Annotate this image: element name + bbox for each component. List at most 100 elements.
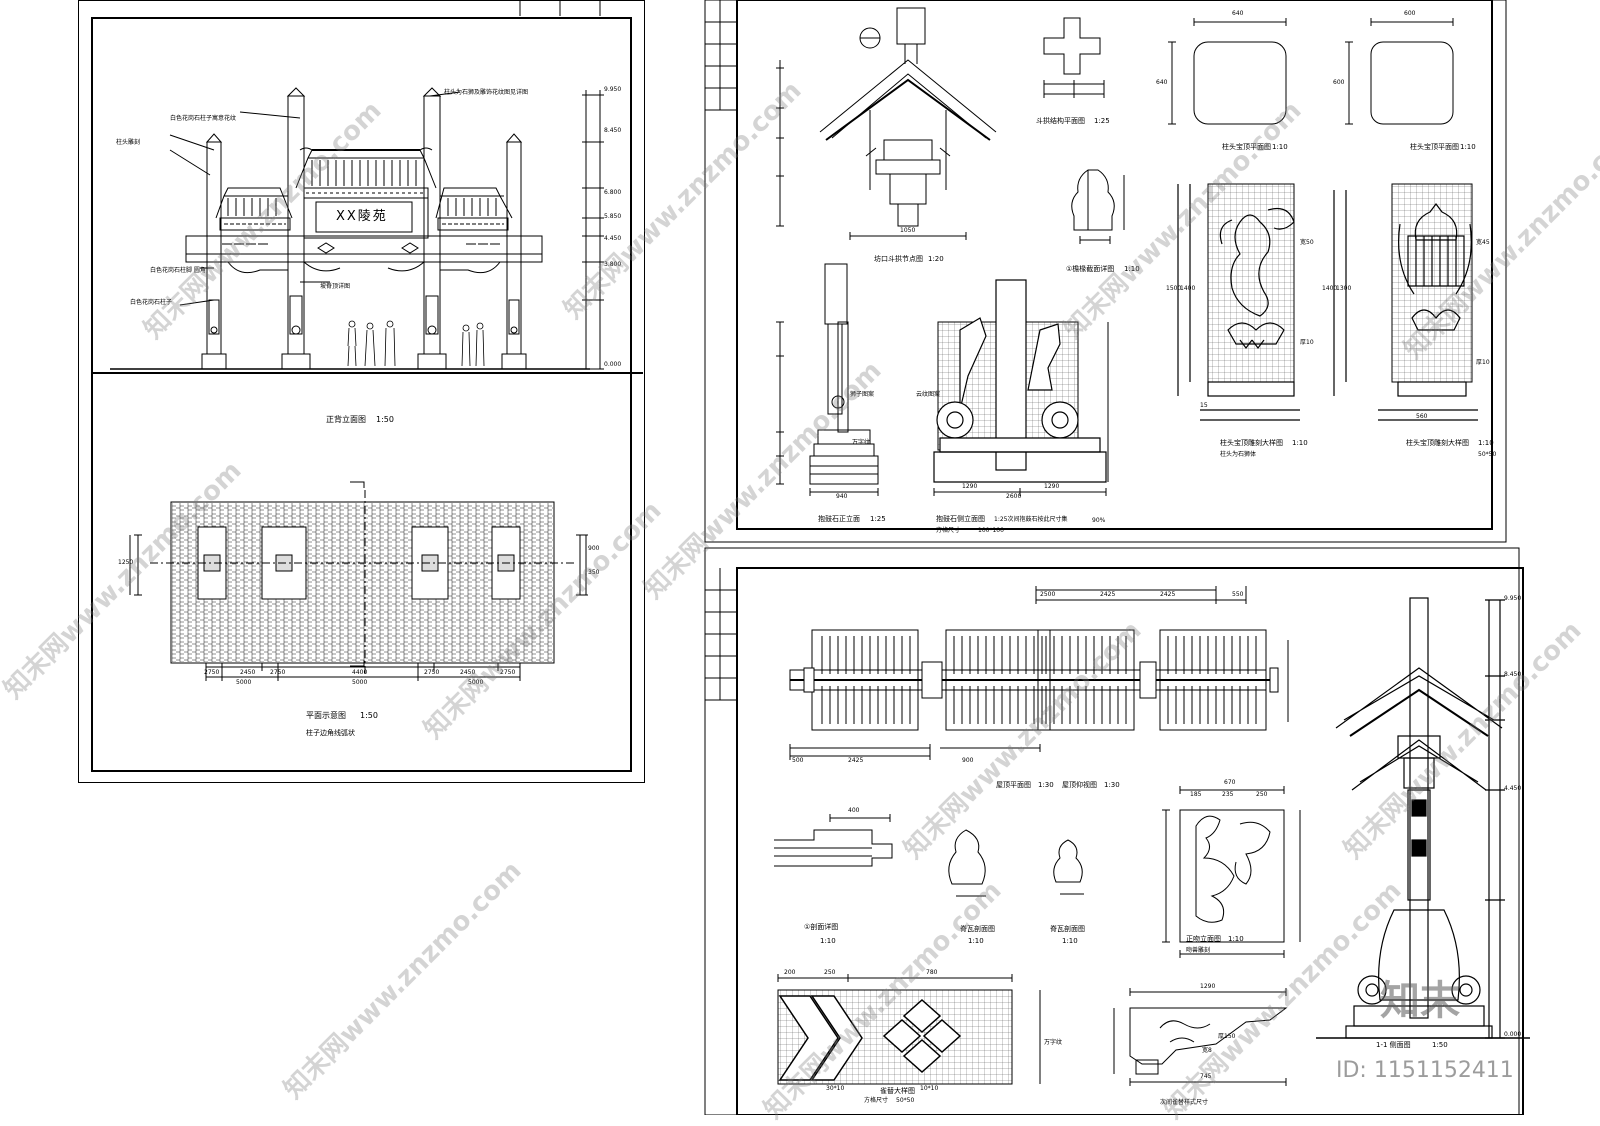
elev-dim-3: 6.800: [604, 189, 622, 196]
s3-dim-17: 780: [926, 969, 938, 976]
elevation-scale: 1:50: [376, 415, 394, 424]
note-1: 白色花岗石柱子寓意花纹: [170, 115, 237, 122]
s2-dim-9: 1300: [1336, 285, 1352, 292]
s3-scale-1: 1:30: [1038, 781, 1054, 789]
s2-dim-11: 15: [1200, 402, 1208, 409]
s3-dim-1: 2500: [1040, 591, 1056, 598]
plan-dim-b3: 5000: [468, 679, 484, 686]
s2-dim-5: 560: [1416, 413, 1428, 420]
s3-scale-4: 1:10: [968, 937, 984, 945]
plan-caption: 平面示意图: [306, 711, 346, 720]
s3-caption-4: 脊瓦剖面图: [960, 925, 995, 933]
plan-dim-a1: 2750: [204, 669, 220, 676]
s3-caption-10: 1-1 侧面图: [1376, 1041, 1411, 1049]
s3-scale-3: 1:10: [820, 937, 836, 945]
s3-dim-16: 200: [784, 969, 796, 976]
plan-side-1: 1250: [118, 559, 134, 566]
s2-note-1: 宽50: [1300, 239, 1314, 246]
s3-note-2: 50*50: [896, 1097, 915, 1104]
s3-dim-13: 235: [1222, 791, 1234, 798]
s3-note-5: 厚150: [1218, 1033, 1236, 1040]
s3-caption-8: 雀替大样图: [880, 1087, 915, 1095]
note-2: 柱头雕刻: [116, 139, 141, 146]
s2-scale-9: 1:25次间抱鼓石按此尺寸集: [994, 516, 1068, 523]
s3-note-3: 30*10: [826, 1085, 845, 1092]
s3-caption-9: 次间雀替样式尺寸: [1160, 1099, 1209, 1106]
plan-dim-b2: 5000: [352, 679, 368, 686]
s2-dim-16: 1050: [900, 227, 916, 234]
s3-dim-5: 500: [792, 757, 804, 764]
znzmo-logo: 知末: [1380, 978, 1460, 1024]
s3-dim-3: 2425: [1160, 591, 1176, 598]
elev-dim-2: 8.450: [604, 127, 622, 134]
s2-note-14: 90%: [1092, 517, 1106, 524]
image-id-label: ID: 1151152411: [1336, 1058, 1514, 1083]
s3-scale-5: 1:10: [1062, 937, 1078, 945]
s2-scale-2: 1:25: [1094, 117, 1110, 125]
s2-caption-5: 柱头宝顶平面图: [1410, 143, 1459, 151]
s2-note-9: 狮子图案: [850, 391, 875, 398]
s3-dim-10: 400: [848, 807, 860, 814]
s2-caption-7: 柱头宝顶雕刻大样图: [1406, 439, 1469, 447]
plan-dim-b1: 5000: [236, 679, 252, 686]
s2-dim-13: 1290: [1044, 483, 1060, 490]
note-6: 白色花岗石柱脚 圆角: [150, 267, 206, 274]
elev-dim-1: 9.950: [604, 86, 622, 93]
s3-note-6: 宽8: [1202, 1047, 1212, 1054]
s3-dim-11: 670: [1224, 779, 1236, 786]
plan-side-2: 900: [588, 545, 600, 552]
s3-dim-23: 8.450: [1504, 671, 1522, 678]
s3-caption-5: 脊瓦剖面图: [1050, 925, 1085, 933]
plan-scale: 1:50: [360, 711, 378, 720]
s3-dim-6: 2425: [848, 757, 864, 764]
plan-dim-a6: 2450: [460, 669, 476, 676]
s2-scale-4: 1:10: [1272, 143, 1288, 151]
s2-dim-1: 640: [1232, 10, 1244, 17]
note-3: 白色花岗石柱子: [130, 299, 173, 306]
s2-dim-15: 940: [836, 493, 848, 500]
s2-dim-6: 1500: [1166, 285, 1182, 292]
s2-note-4: 厚10: [1476, 359, 1490, 366]
plaque-text: XX陵苑: [336, 209, 388, 224]
s3-caption-3: ①剖面详图: [804, 923, 839, 931]
plan-dim-a5: 2750: [424, 669, 440, 676]
s2-scale-8: 1:25: [870, 515, 886, 523]
elev-dim-5: 4.450: [604, 235, 622, 242]
s2-note-13: 万字纹: [852, 439, 871, 446]
s3-note-1: 方格尺寸: [864, 1097, 889, 1104]
plan-note: 柱子边角线弧状: [306, 729, 355, 737]
s2-dim-14: 2600: [1006, 493, 1022, 500]
s3-dim-25: 0.000: [1504, 1031, 1522, 1038]
sheet-1-frame: [91, 17, 632, 772]
plan-side-3: 350: [588, 569, 600, 576]
s3-scale-2: 1:30: [1104, 781, 1120, 789]
s2-dim-2: 600: [1404, 10, 1416, 17]
s2-caption-1: 坊口斗拱节点图: [874, 255, 923, 263]
s3-dim-24: 4.450: [1504, 785, 1522, 792]
s3-dim-4: 550: [1232, 591, 1244, 598]
s3-dim-19: 1290: [1200, 983, 1216, 990]
s2-note-8: 柱头为石狮体: [1220, 451, 1257, 458]
s2-dim-4: 600: [1333, 79, 1345, 86]
s2-caption-2: 斗拱结构平面图: [1036, 117, 1085, 125]
s3-caption-6: 正吻立面图: [1186, 935, 1221, 943]
s2-note-10: 云纹图案: [916, 391, 941, 398]
s3-dim-18: 250: [824, 969, 836, 976]
elev-dim-6: 3.800: [604, 261, 622, 268]
s2-scale-6: 1:10: [1292, 439, 1308, 447]
plan-dim-a4: 4400: [352, 669, 368, 676]
s2-scale-1: 1:20: [928, 255, 944, 263]
s3-dim-14: 250: [1256, 791, 1268, 798]
s3-caption-1: 屋顶平面图: [996, 781, 1031, 789]
plan-dim-a3: 2750: [270, 669, 286, 676]
note-4: 柱头为石狮及雕饰花纹图见详图: [444, 89, 529, 96]
s3-dim-20: 745: [1200, 1073, 1212, 1080]
s3-dim-2: 2425: [1100, 591, 1116, 598]
s2-note-6: 100*100: [978, 527, 1004, 534]
s3-note-7: 万字纹: [1044, 1039, 1063, 1046]
elev-dim-7: 0.000: [604, 361, 622, 368]
s3-dim-9: 900: [962, 757, 974, 764]
s3-note-4: 10*10: [920, 1085, 939, 1092]
s2-caption-3: ①檐椽截面详图: [1066, 265, 1115, 273]
